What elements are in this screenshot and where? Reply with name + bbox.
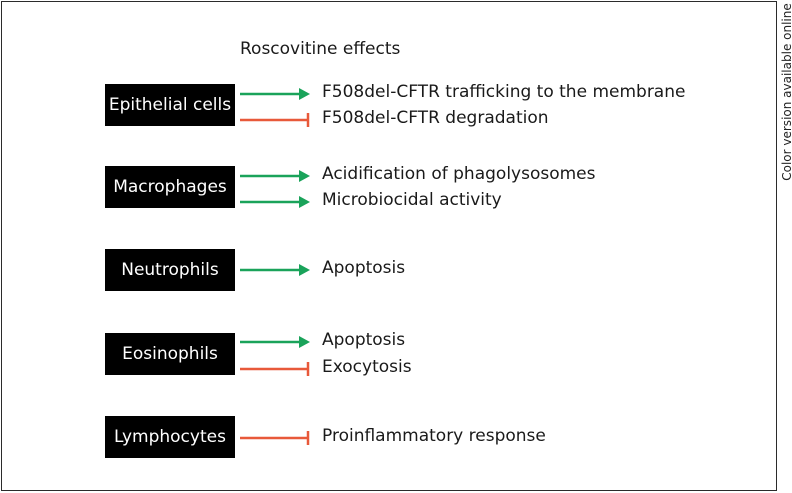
cell-box-epithelial-cells: Epithelial cells	[105, 84, 235, 126]
effect-label: Proinflammatory response	[322, 426, 546, 446]
cell-box-eosinophils: Eosinophils	[105, 333, 235, 375]
inhibition-bar-icon	[240, 113, 310, 127]
inhibition-bar-icon	[240, 362, 310, 376]
effect-row: Apoptosis	[238, 329, 758, 355]
effect-label: Acidification of phagolysosomes	[322, 164, 596, 184]
color-version-note-text: Color version available online	[780, 3, 792, 181]
cell-box-lymphocytes: Lymphocytes	[105, 416, 235, 458]
effect-row: Apoptosis	[238, 257, 758, 283]
effect-row: Exocytosis	[238, 356, 758, 382]
effect-label: F508del-CFTR degradation	[322, 108, 549, 128]
effect-label: Apoptosis	[322, 258, 406, 278]
cell-box-neutrophils: Neutrophils	[105, 249, 235, 291]
inhibition-bar-icon	[240, 431, 310, 445]
activation-arrow-icon	[240, 170, 310, 182]
effect-row: Proinflammatory response	[238, 425, 758, 451]
effect-label: Microbiocidal activity	[322, 190, 502, 210]
activation-arrow-icon	[240, 196, 310, 208]
effect-label: Exocytosis	[322, 357, 412, 377]
effect-row: F508del-CFTR trafficking to the membrane	[238, 81, 758, 107]
diagram-heading: Roscovitine effects	[240, 39, 401, 59]
effect-label: Apoptosis	[322, 330, 406, 350]
figure-frame	[1, 1, 777, 491]
effect-row: Microbiocidal activity	[238, 189, 758, 215]
color-version-note: Color version available online	[780, 1, 792, 183]
effect-row: Acidification of phagolysosomes	[238, 163, 758, 189]
cell-box-macrophages: Macrophages	[105, 166, 235, 208]
effect-label: F508del-CFTR trafficking to the membrane	[322, 82, 686, 102]
activation-arrow-icon	[240, 336, 310, 348]
activation-arrow-icon	[240, 88, 310, 100]
activation-arrow-icon	[240, 264, 310, 276]
effect-row: F508del-CFTR degradation	[238, 107, 758, 133]
